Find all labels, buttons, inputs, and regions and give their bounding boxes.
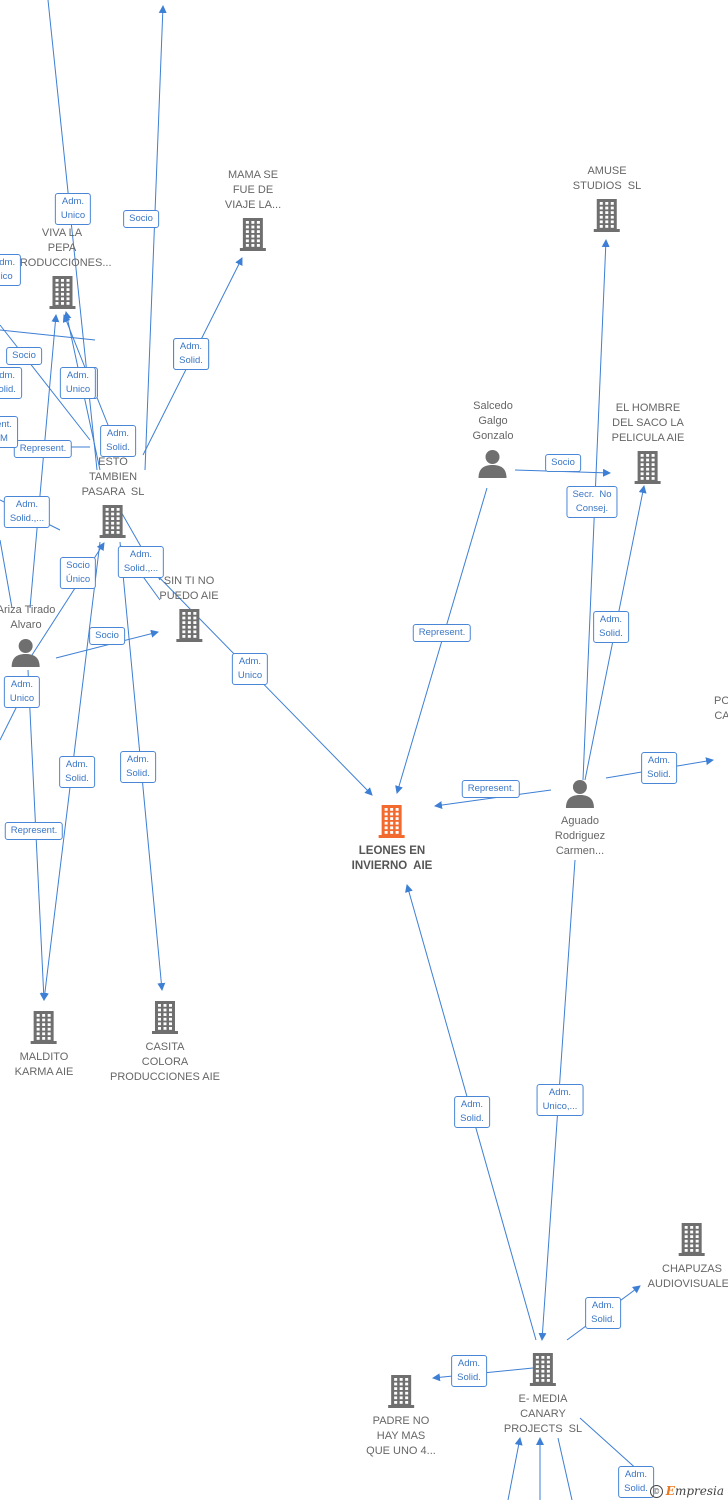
person-icon (565, 780, 594, 808)
node-label: VIVA LA PEPA PRODUCCIONES... (12, 227, 112, 269)
node-aguado[interactable]: Aguado Rodriguez Carmen... (555, 778, 605, 859)
node-label: PADRE NO HAY MAS QUE UNO 4... (366, 1415, 436, 1457)
edge-31 (507, 1437, 523, 1500)
node-label: CASITA COLORA PRODUCCIONES AIE (109, 1041, 221, 1083)
relationship-label[interactable]: Adm. Solid. (120, 751, 156, 783)
node-label: ESTO TAMBIEN PASARA SL (81, 456, 145, 498)
node-mama[interactable]: MAMA SE FUE DE VIAJE LA... (225, 168, 281, 251)
building-icon (388, 1375, 414, 1408)
node-padre[interactable]: PADRE NO HAY MAS QUE UNO 4... (366, 1374, 436, 1459)
node-sinti[interactable]: SIN TI NO PUEDO AIE (159, 574, 219, 642)
node-leones[interactable]: LEONES EN INVIERNO AIE (351, 804, 433, 874)
person-icon (478, 450, 507, 478)
node-chapuzas[interactable]: CHAPUZAS AUDIOVISUALES (648, 1222, 728, 1292)
node-label: SIN TI NO PUEDO AIE (159, 575, 219, 602)
edge-1 (144, 5, 167, 471)
node-viva[interactable]: VIVA LA PEPA PRODUCCIONES... (12, 226, 112, 309)
node-maldito[interactable]: MALDITO KARMA AIE (14, 1010, 74, 1080)
building-icon (678, 1223, 705, 1256)
building-icon (30, 1011, 57, 1044)
node-label: E- MEDIA CANARY PROJECTS SL (503, 1393, 583, 1435)
node-label: LEONES EN INVIERNO AIE (351, 845, 433, 872)
node-label: MAMA SE FUE DE VIAJE LA... (224, 169, 282, 211)
relationship-label[interactable]: Represent. (4, 822, 64, 840)
node-label: Ariza Tirado Alvaro (0, 604, 56, 631)
relationship-label[interactable]: Adm. Solid. (585, 1297, 621, 1329)
edge-6 (29, 314, 60, 609)
building-icon (48, 276, 75, 309)
node-label: PO CA (714, 695, 728, 722)
relationship-label[interactable]: Adm. Solid. (618, 1466, 654, 1498)
relationship-label[interactable]: ent. M (0, 416, 18, 448)
node-label: AMUSE STUDIOS SL (572, 165, 642, 192)
relationship-label[interactable]: Socio (545, 454, 581, 472)
relationship-label[interactable]: Adm. Unico (3, 676, 41, 708)
relationship-label[interactable]: Socio (89, 627, 125, 645)
node-emedia[interactable]: E- MEDIA CANARY PROJECTS SL (504, 1352, 582, 1437)
relationship-label[interactable]: Adm. Solid. (641, 752, 677, 784)
edge-18 (0, 324, 91, 441)
relationship-label[interactable]: Adm. Solid.,... (117, 546, 165, 578)
relationship-label[interactable]: Adm. Solid. (100, 425, 136, 457)
person-icon (11, 639, 40, 667)
relationship-label[interactable]: Represent. (412, 624, 472, 642)
relationship-label[interactable]: Socio Único (59, 557, 97, 589)
edge-19 (0, 329, 96, 341)
relationship-label[interactable]: Represent. (461, 780, 521, 798)
building-icon (152, 1001, 178, 1034)
relationship-label[interactable]: Adm. Solid.,... (3, 496, 51, 528)
relationship-label[interactable]: Adm. Solid. (593, 611, 629, 643)
relationship-label[interactable]: Adm. Solid. (451, 1355, 487, 1387)
relationship-label[interactable]: Adm. Unico (59, 367, 97, 399)
node-pca[interactable]: PO CA (714, 694, 728, 724)
building-icon (378, 805, 405, 838)
copyright-icon: © (649, 1485, 663, 1498)
relationship-label[interactable]: Adm. Unico (54, 193, 92, 225)
node-label: Salcedo Galgo Gonzalo (472, 400, 514, 442)
relationship-label[interactable]: Adm. Unico,... (536, 1084, 584, 1116)
node-label: EL HOMBRE DEL SACO LA PELICULA AIE (611, 402, 685, 444)
relationship-label[interactable]: Socio (6, 347, 42, 365)
edge-10 (55, 629, 159, 659)
relationship-label[interactable]: Socio (123, 210, 159, 228)
node-label: MALDITO KARMA AIE (14, 1051, 74, 1078)
edge-30 (579, 1417, 641, 1473)
relationship-label[interactable]: Adm. Solid. (0, 367, 22, 399)
edge-33 (557, 1437, 573, 1500)
node-amuse[interactable]: AMUSE STUDIOS SL (573, 164, 641, 232)
node-salcedo[interactable]: Salcedo Galgo Gonzalo (472, 399, 514, 478)
relationship-label[interactable]: Represent. (13, 440, 73, 458)
relationship-label[interactable]: Secr. No Consej. (566, 486, 618, 518)
building-icon (530, 1353, 556, 1386)
node-hombre[interactable]: EL HOMBRE DEL SACO LA PELICULA AIE (611, 401, 685, 484)
building-icon (100, 505, 126, 538)
relationship-label[interactable]: Adm. Solid. (454, 1096, 490, 1128)
relationship-label[interactable]: Adm. Solid. (173, 338, 209, 370)
node-label: Aguado Rodriguez Carmen... (554, 815, 606, 857)
edge-7 (0, 539, 13, 609)
building-icon (594, 199, 620, 232)
node-ariza[interactable]: Ariza Tirado Alvaro (0, 603, 55, 667)
relationship-label[interactable]: Adm. Unico (231, 653, 269, 685)
node-esto[interactable]: ESTO TAMBIEN PASARA SL (81, 455, 145, 538)
relationship-label[interactable]: Adm. Solid. (59, 756, 95, 788)
building-icon (175, 609, 202, 642)
node-casita[interactable]: CASITA COLORA PRODUCCIONES AIE (110, 1000, 220, 1085)
brand-logo: ©Empresia (649, 1484, 724, 1498)
building-icon (634, 451, 661, 484)
relationship-label[interactable]: Adm. nico (0, 254, 22, 286)
node-label: CHAPUZAS AUDIOVISUALES (647, 1263, 728, 1290)
edge-24 (434, 789, 552, 810)
building-icon (240, 218, 266, 251)
